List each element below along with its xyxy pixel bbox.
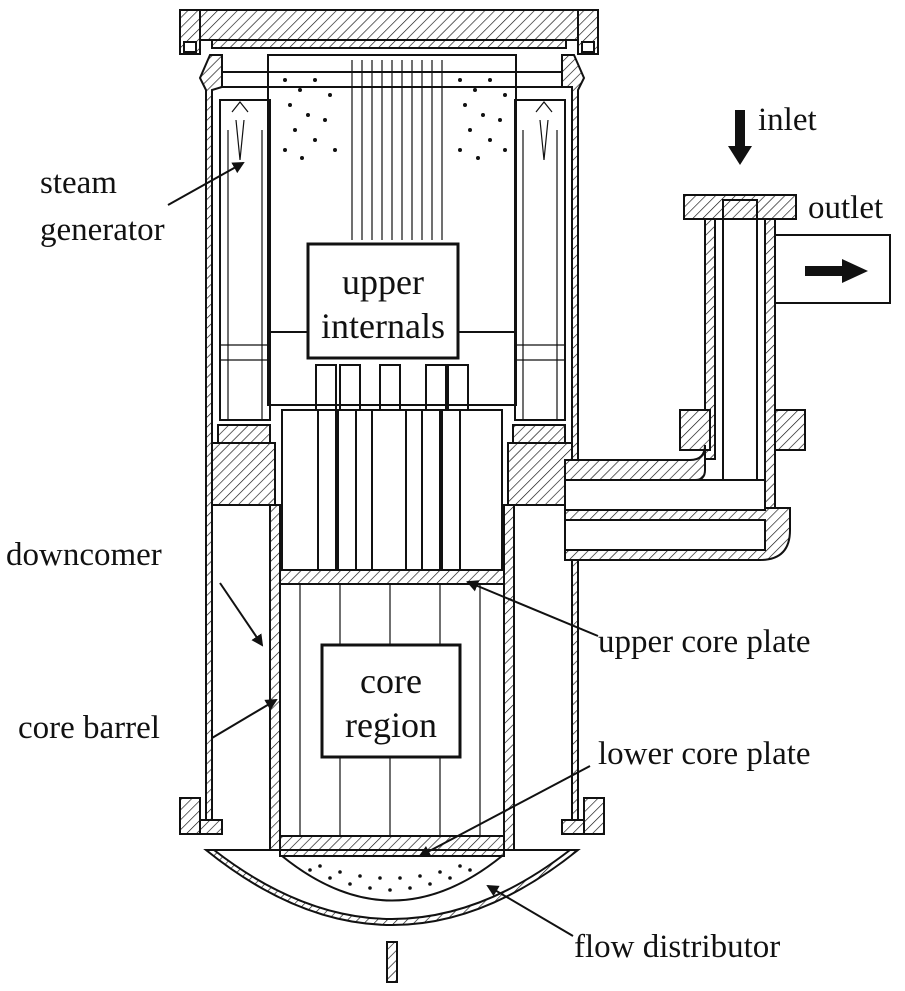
downcomer-label: downcomer xyxy=(6,537,162,573)
guide-tube-columns xyxy=(315,364,469,411)
core-region-label-line2: region xyxy=(345,705,437,745)
core-region-label-line1: core xyxy=(360,661,422,701)
upper-internals-box: upper internals xyxy=(306,242,460,360)
steam-generator-label-line2: generator xyxy=(40,212,165,248)
inlet-arrow-icon xyxy=(728,110,752,165)
upper-internals-label-line1: upper xyxy=(342,262,424,302)
outlet-arrow-icon xyxy=(805,259,868,283)
flow-distributor xyxy=(281,855,503,902)
steam-generator-label-line1: steam xyxy=(40,165,117,201)
inlet-outlet-piping xyxy=(564,194,891,561)
core-barrel-label: core barrel xyxy=(18,710,160,746)
top-closure-flange xyxy=(179,9,599,55)
core-region-box: core region xyxy=(320,643,462,759)
inlet-label: inlet xyxy=(758,102,817,138)
upper-internals-label-line2: internals xyxy=(321,306,445,346)
steam-generator-right xyxy=(512,99,566,444)
upper-core-plate xyxy=(277,569,507,585)
core-support-ledge xyxy=(211,409,573,571)
lower-core-plate xyxy=(279,835,505,857)
bottom-head xyxy=(179,797,605,983)
outlet-label: outlet xyxy=(808,190,883,226)
upper-core-plate-label: upper core plate xyxy=(598,624,811,660)
lower-core-plate-label: lower core plate xyxy=(598,736,811,772)
flow-distributor-label: flow distributor xyxy=(574,929,780,965)
leader-lines xyxy=(167,162,599,937)
steam-generator-left xyxy=(217,99,271,444)
upper-internals-structure xyxy=(267,54,517,406)
